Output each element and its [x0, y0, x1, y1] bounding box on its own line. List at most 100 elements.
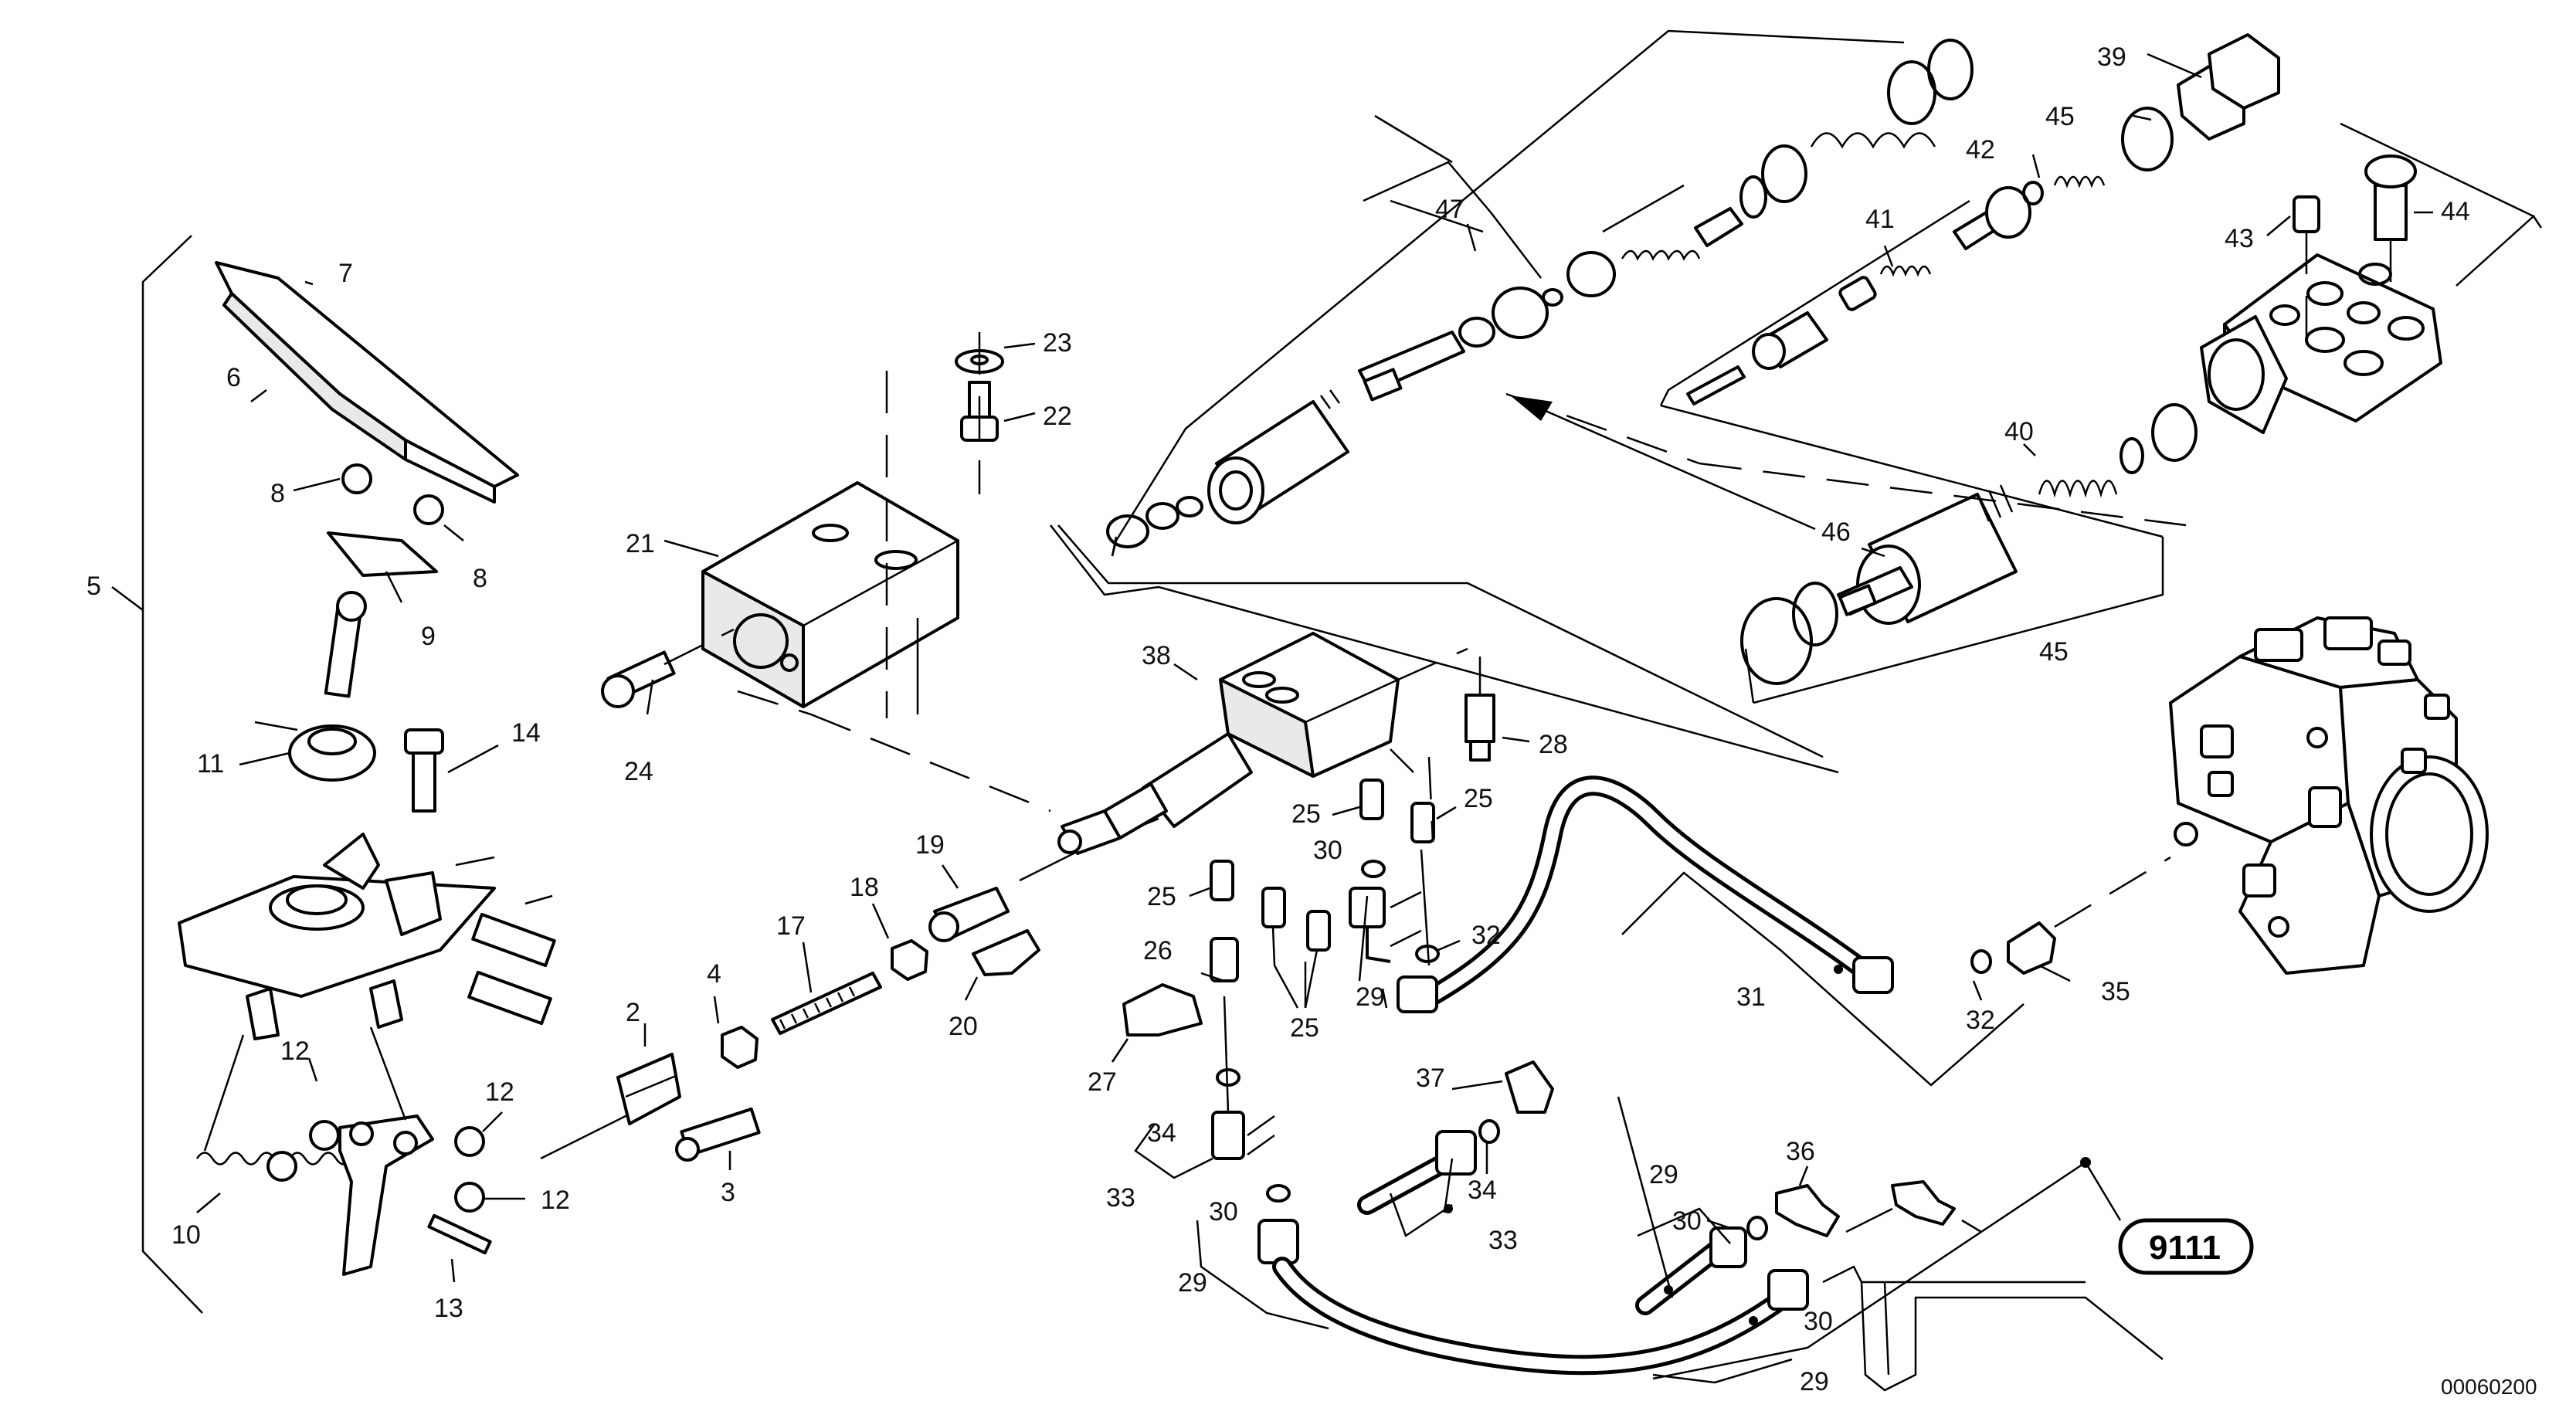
pin-a — [471, 912, 556, 968]
threaded-rod-17 — [771, 972, 882, 1035]
callout-22: 22 — [1043, 402, 1072, 431]
pin-b — [467, 970, 552, 1026]
callout-13: 13 — [434, 1294, 463, 1323]
callout-8b: 8 — [473, 564, 487, 593]
fitting-25c — [1210, 860, 1234, 901]
callout-42: 42 — [1966, 135, 1995, 165]
spring-41 — [1879, 265, 1932, 277]
spring-42 — [2053, 175, 2106, 188]
callout-37: 37 — [1416, 1064, 1445, 1093]
callout-29d: 29 — [1800, 1367, 1829, 1396]
callout-11: 11 — [197, 749, 224, 779]
callout-19: 19 — [915, 830, 945, 860]
tee-33 — [1211, 1111, 1245, 1160]
fittings-and-hoses — [1111, 748, 2171, 1392]
lever-arm — [338, 1115, 434, 1276]
direction-arrow — [1532, 404, 1816, 531]
callout-4: 4 — [707, 959, 721, 989]
fitting-25a — [1359, 779, 1384, 820]
callout-29c: 29 — [1649, 1160, 1678, 1189]
callout-31: 31 — [1736, 982, 1766, 1012]
callout-21: 21 — [626, 529, 655, 558]
pump-flange — [2370, 755, 2489, 913]
callout-39: 39 — [2097, 42, 2126, 72]
callout-44: 44 — [2441, 197, 2470, 226]
switch-28 — [1464, 694, 1495, 743]
callout-2: 2 — [626, 998, 640, 1027]
pad-9 — [327, 531, 438, 577]
housing-21 — [601, 332, 1051, 813]
callout-30d: 30 — [1804, 1307, 1833, 1336]
callout-23: 23 — [1043, 328, 1072, 358]
callout-43: 43 — [2225, 224, 2254, 253]
bushing-12a — [266, 1151, 297, 1182]
callout-26: 26 — [1143, 936, 1173, 965]
document-number: 00060200 — [2441, 1375, 2537, 1399]
fitting-25b — [1410, 802, 1435, 843]
callout-10: 10 — [171, 1220, 201, 1250]
hydraulic-pump — [2169, 616, 2489, 975]
callout-33a: 33 — [1106, 1183, 1135, 1213]
pedal-plate — [215, 261, 519, 488]
callout-25a: 25 — [1291, 799, 1321, 829]
callout-17: 17 — [776, 911, 806, 941]
spring-47 — [1621, 249, 1701, 261]
elbow-29 — [1349, 887, 1386, 928]
callout-6: 6 — [226, 363, 241, 392]
spring-top — [1810, 132, 1936, 149]
pedal-hinge — [404, 439, 496, 504]
valve-exploded — [1050, 29, 2543, 774]
callout-30a: 30 — [1313, 836, 1342, 865]
callout-12c: 12 — [541, 1186, 570, 1215]
callout-8a: 8 — [270, 479, 285, 508]
callout-3: 3 — [721, 1178, 735, 1207]
callout-29b: 29 — [1178, 1268, 1207, 1298]
callout-30b: 30 — [1209, 1197, 1238, 1226]
fitting-27 — [1122, 983, 1203, 1036]
hose-31 — [1415, 775, 1868, 1010]
callout-24: 24 — [624, 757, 653, 786]
callout-34b: 34 — [1468, 1176, 1497, 1205]
callout-5: 5 — [87, 572, 101, 601]
reference-group-label: 9111 — [2149, 1229, 2221, 1267]
spring-40 — [2038, 480, 2118, 498]
callout-20: 20 — [949, 1012, 978, 1041]
pin-41 — [1686, 365, 1746, 405]
callout-12a: 12 — [280, 1036, 310, 1066]
callout-30c: 30 — [1672, 1206, 1702, 1236]
pedal-assembly — [111, 235, 556, 1314]
elbow-37 — [1505, 1060, 1554, 1114]
pin-13 — [427, 1213, 492, 1255]
clevis-2 — [616, 1053, 681, 1125]
callout-28: 28 — [1539, 730, 1568, 759]
nut-4 — [721, 1026, 759, 1069]
bushing-12d — [454, 1182, 485, 1213]
adapter-35 — [2007, 921, 2056, 975]
fitting-25e — [1306, 910, 1331, 952]
clip-20 — [972, 929, 1040, 976]
tee-36 — [1775, 1184, 1840, 1237]
callout-29a: 29 — [1356, 982, 1385, 1012]
callout-33b: 33 — [1488, 1226, 1518, 1255]
bushing-8a — [341, 463, 372, 494]
ring-a — [1106, 514, 1149, 548]
callout-9: 9 — [421, 622, 436, 651]
bushing-12b — [309, 1120, 340, 1151]
callout-32b: 32 — [1966, 1006, 1995, 1035]
hose-29 — [1272, 1257, 1794, 1376]
callout-46: 46 — [1821, 517, 1851, 547]
plug-43 — [2293, 195, 2320, 233]
callout-7: 7 — [338, 259, 353, 288]
callout-25c: 25 — [1147, 882, 1176, 911]
ring-45 — [1740, 597, 1813, 685]
callout-14: 14 — [511, 718, 541, 748]
screw-44 — [2374, 184, 2408, 241]
callout-27: 27 — [1088, 1067, 1117, 1097]
callout-47: 47 — [1435, 195, 1464, 224]
valve-body-38 — [1057, 524, 1824, 855]
callout-18: 18 — [850, 873, 879, 902]
callout-35: 35 — [2101, 977, 2130, 1006]
fitting-25d — [1261, 887, 1286, 928]
bushing-12c — [454, 1126, 485, 1157]
